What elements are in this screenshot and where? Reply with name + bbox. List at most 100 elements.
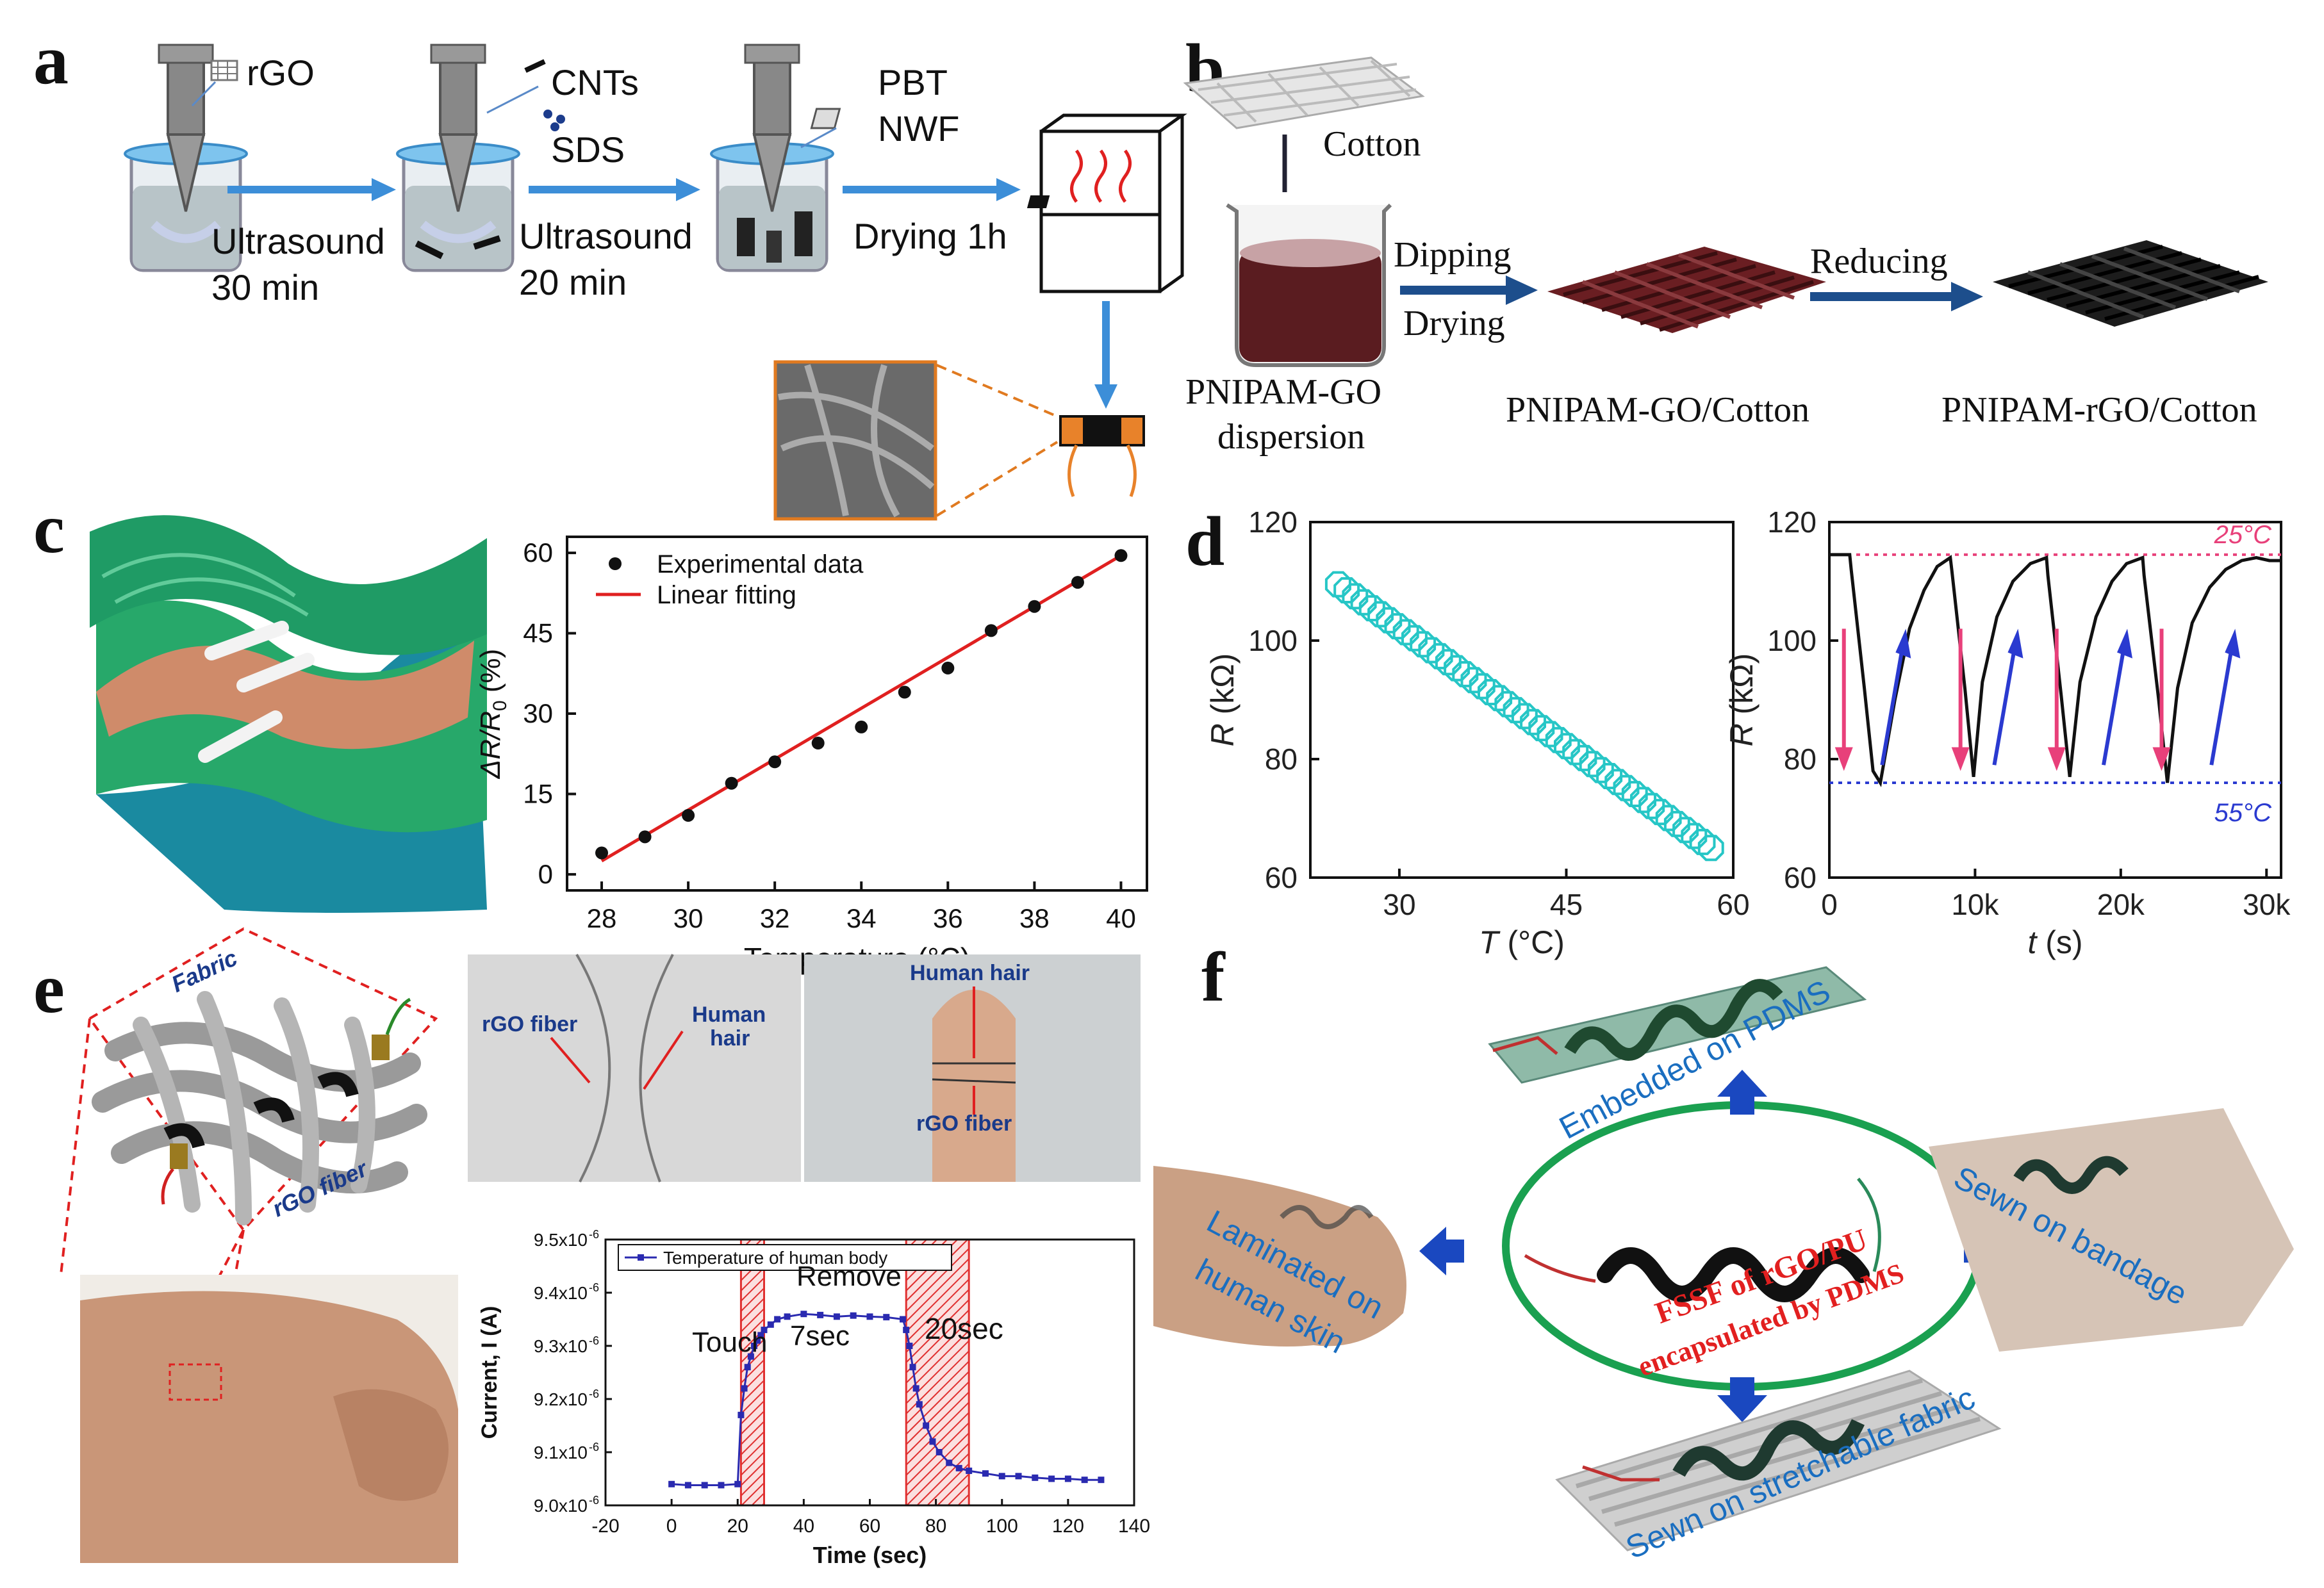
- chart-d-left-ytick-label: 120: [1248, 505, 1298, 539]
- chart-e-point: [966, 1468, 973, 1475]
- chart-e-hatch: [740, 1472, 765, 1496]
- chart-e-point: [955, 1464, 962, 1471]
- chart-e-hatch: [916, 1453, 969, 1506]
- chart-e-hatch: [740, 1308, 765, 1332]
- chart-d-left-point: [1435, 649, 1462, 676]
- chart-d-right-ytick-label: 100: [1767, 624, 1817, 657]
- chart-e-ylabel: Current, I (A): [477, 1306, 502, 1439]
- chart-e-xtick-label: 20: [727, 1516, 748, 1537]
- label-photo2-rgo-fiber: rGO fiber: [916, 1111, 1012, 1136]
- chart-c-point: [595, 846, 609, 860]
- chart-c-point: [898, 685, 911, 699]
- chart-d-left-point: [1545, 726, 1572, 753]
- oven: [1026, 113, 1187, 293]
- chart-e-ytick-exponent: -6: [589, 1281, 599, 1294]
- chart-e-point: [784, 1313, 791, 1320]
- chart-e-xtick-label: 100: [986, 1516, 1018, 1537]
- chart-d-left-xtick-label: 45: [1550, 888, 1583, 921]
- chart-e-point: [754, 1337, 761, 1344]
- chart-e-hatch: [906, 1443, 969, 1506]
- chart-d-left-point: [1579, 751, 1606, 778]
- chart-e-hatch: [957, 1494, 969, 1506]
- sensor: [1059, 415, 1145, 497]
- chart-e-point: [916, 1401, 923, 1408]
- chart-e-ytick-exponent: -6: [589, 1228, 599, 1241]
- chart-e-point: [817, 1311, 824, 1318]
- chart-e-point: [903, 1327, 910, 1334]
- pdms-strip: [1488, 966, 1867, 1084]
- chart-e-hatch: [751, 1493, 765, 1506]
- chart-d-left-point: [1486, 685, 1513, 712]
- chart-e-point: [1064, 1475, 1071, 1482]
- chart-c-point: [1114, 549, 1128, 562]
- panel-a-schematic: [124, 44, 1187, 521]
- chart-e-hatch: [740, 1390, 765, 1414]
- chart-d-left-point: [1367, 601, 1394, 628]
- go-cotton-fabric: [1547, 247, 1826, 333]
- chart-c-legend-0: Experimental data: [657, 550, 864, 578]
- label-cnts: CNTs: [551, 62, 639, 102]
- chart-e-hatch: [905, 1309, 969, 1373]
- chart-d-right-ytick-label: 80: [1784, 742, 1817, 776]
- chart-d-left-point: [1570, 744, 1597, 771]
- chart-c-point: [638, 830, 652, 844]
- center-fiber: [1597, 1247, 1870, 1302]
- woven-fabric-sketch: [92, 991, 427, 1225]
- chart-e-point: [668, 1480, 675, 1487]
- chart-c-point: [811, 737, 825, 749]
- chart-d-left-ylabel: R (kΩ): [1205, 653, 1240, 747]
- panel-a-arrows: [227, 178, 1117, 409]
- chart-d-right-xtick-label: 20k: [2097, 888, 2145, 921]
- chart-e-point: [935, 1449, 943, 1455]
- step-1-line1: Ultrasound: [211, 221, 385, 261]
- chart-d-left-point: [1418, 637, 1445, 664]
- chart-e-hatch: [905, 1391, 969, 1455]
- panel-e-illustrations: [60, 927, 1141, 1563]
- chart-d-left-point: [1384, 613, 1411, 640]
- chart-e-point: [738, 1411, 745, 1418]
- chart-d-left-point: [1520, 708, 1546, 735]
- chart-e-hatch: [905, 1330, 969, 1394]
- chart-e-xtick-label: 40: [793, 1516, 814, 1537]
- chart-d-right-arrowhead-down: [1834, 747, 1853, 771]
- chart-d-left-ytick-label: 80: [1265, 742, 1298, 776]
- arm-photo: [80, 1275, 458, 1563]
- chart-d-left-point: [1647, 799, 1674, 826]
- hand-photo: [1153, 1166, 1406, 1347]
- chart-c-ytick-label: 45: [523, 618, 553, 648]
- chart-e-hatch: [740, 1431, 765, 1455]
- panel-f-arrows: [1419, 1070, 2009, 1422]
- chart-d-left-point: [1672, 817, 1699, 844]
- chart-e-point: [906, 1343, 913, 1349]
- chart-e-hatch: [740, 1411, 765, 1435]
- chart-e-ytick-label: 9.2x10: [534, 1389, 588, 1409]
- chart-d-left-point: [1562, 739, 1589, 765]
- chart-e-hatch: [905, 1248, 969, 1312]
- chart-e-hatch: [740, 1441, 765, 1466]
- chart-e-hatch: [741, 1482, 765, 1506]
- finger-photo: [804, 954, 1141, 1182]
- chart-c-point: [1071, 576, 1084, 589]
- step-3-line1: Drying 1h: [853, 216, 1007, 256]
- chart-d-right-arrowhead-up: [1895, 628, 1911, 659]
- chart-c-legend-1: Linear fitting: [657, 581, 796, 609]
- chart-e-hatch: [740, 1277, 765, 1302]
- chart-e-hatch: [740, 1462, 765, 1486]
- panel-b-arrows: [1400, 275, 1983, 311]
- chart-e-point: [741, 1385, 748, 1392]
- chart-d-right-arrow-up: [1992, 646, 2017, 765]
- chart-e-point: [1098, 1477, 1105, 1484]
- chart-e-ytick-label: 9.4x10: [534, 1283, 588, 1303]
- chart-d-right-xtick-label: 0: [1821, 888, 1838, 921]
- chart-e-xtick-label: 140: [1118, 1516, 1150, 1537]
- chart-e-hatch: [740, 1452, 765, 1476]
- chart-d-left-point: [1333, 577, 1360, 603]
- label-pnipam-go-cotton: PNIPAM-GO/Cotton: [1506, 390, 1810, 430]
- chart-c-xtick-label: 36: [933, 903, 963, 933]
- chart-d-left-point: [1681, 823, 1708, 849]
- chart-d-right-ytick-label: 120: [1767, 505, 1817, 539]
- chart-d-right-arrowhead-down: [1951, 747, 1970, 771]
- chart-d-right-arrow-up: [2102, 646, 2126, 765]
- chart-e-point: [923, 1422, 930, 1429]
- chart-c-point: [984, 624, 998, 637]
